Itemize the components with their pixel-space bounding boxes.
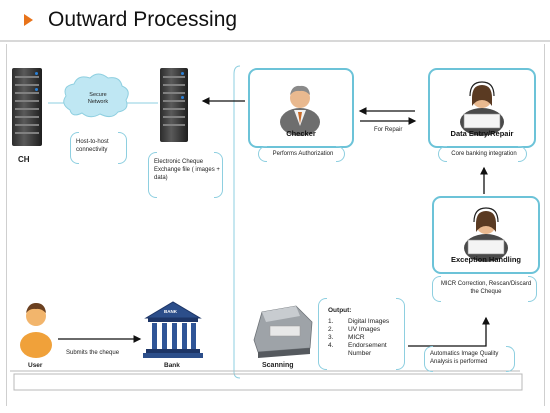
exchange-server-icon (160, 68, 188, 142)
output-bracket-right (396, 298, 405, 370)
output-item-num: 2. (328, 326, 334, 333)
for-repair-label: For Repair (374, 127, 403, 133)
bank-sign: BANK (164, 309, 177, 314)
center-bracket (233, 65, 241, 379)
data-entry-title: Data Entry/Repair (450, 129, 514, 138)
exception-caption: MICR Correction, Rescan/Discard the Cheq… (440, 281, 532, 295)
exception-title: Exception Handling (450, 255, 521, 264)
data-entry-caption: Core banking integration (451, 151, 517, 157)
secure-network-label: Secure Network (87, 92, 109, 105)
bank-label: Bank (164, 362, 180, 369)
checker-card: Checker (248, 68, 354, 148)
data-entry-headset-person-icon (460, 81, 504, 136)
checker-caption-bracket-left (258, 146, 267, 162)
quality-label: Automatics Image Quality Analysis is per… (430, 351, 499, 365)
output-item-num: 3. (328, 334, 334, 341)
output-item-text: Endorsement (348, 342, 387, 349)
page-frame (6, 44, 545, 406)
output-item-num: 1. (328, 318, 334, 325)
submits-label: Submits the cheque (66, 350, 120, 356)
exception-caption-bracket-left (432, 276, 441, 302)
checker-caption: Performs Authorization (272, 151, 334, 157)
user-label: User (28, 362, 43, 369)
page-title: Outward Processing (48, 8, 238, 31)
output-item-text: Number (348, 350, 372, 357)
exchange-file-label: Electronic Cheque Exchange file ( images… (154, 159, 220, 181)
ch-server-icon (12, 68, 42, 146)
arrow-output-to-exception (408, 316, 490, 347)
exception-card: Exception Handling (432, 196, 540, 274)
data-entry-card: Data Entry/Repair (428, 68, 536, 148)
output-item-text: UV Images (348, 326, 381, 333)
checker-title: Checker (286, 129, 316, 138)
output-item-text: MICR (348, 334, 365, 341)
exception-headset-person-icon (464, 207, 508, 262)
output-heading: Output: (328, 307, 352, 314)
host-to-host-label: Host-to-host connectivity (76, 139, 109, 153)
output-bracket-left (318, 298, 327, 370)
checker-person-icon (280, 85, 320, 136)
scanning-label: Scanning (262, 362, 294, 369)
title-arrow-icon (24, 14, 33, 26)
exchange-bracket-left (148, 152, 157, 198)
bottom-rule-2 (13, 373, 523, 391)
host-bracket-left (70, 132, 79, 164)
output-item-num: 4. (328, 342, 334, 349)
data-entry-caption-bracket-left (438, 146, 447, 162)
ch-label: CH (18, 155, 30, 164)
title-divider (0, 40, 550, 42)
output-item-text: Digital Images (348, 318, 390, 325)
quality-bracket-left (424, 346, 433, 372)
